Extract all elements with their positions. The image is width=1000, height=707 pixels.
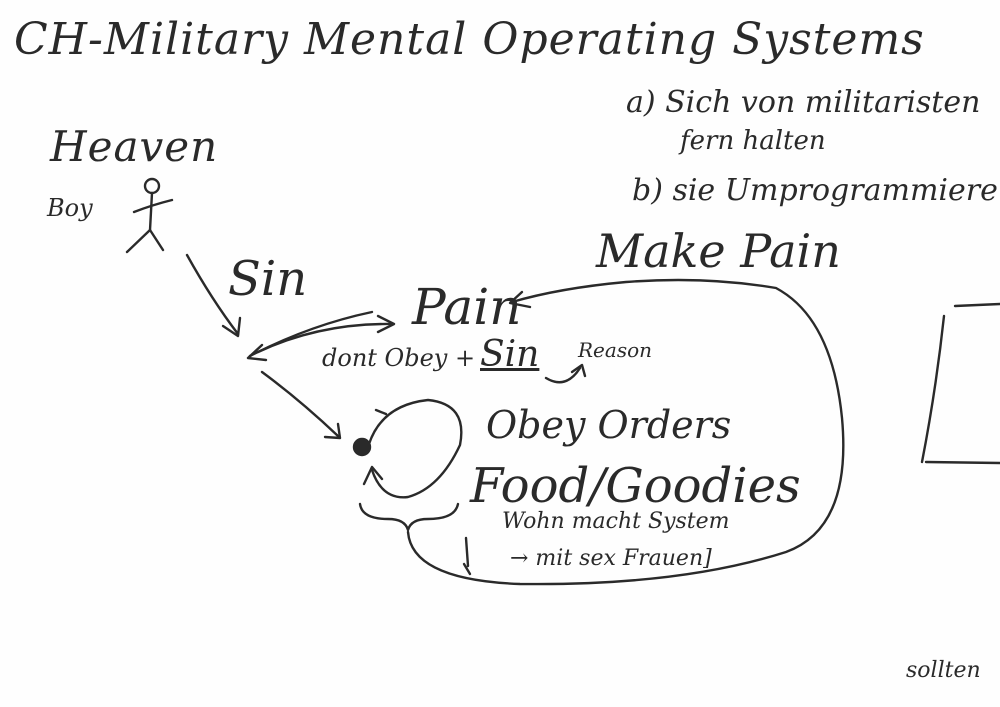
- stick-figure-arms: [132, 198, 174, 214]
- note-a-line2: fern halten: [680, 126, 826, 156]
- note-b: b) sie Umprogrammieren: [632, 173, 1000, 208]
- arrow-junction-to-dot: [260, 370, 340, 438]
- pain-label: Pain: [412, 278, 522, 336]
- wohn-system-label: Wohn macht System: [502, 509, 730, 534]
- stick-figure-legs: [125, 228, 165, 254]
- boy-label: Boy: [47, 194, 93, 222]
- arrow-boy-to-junction: [185, 253, 240, 336]
- arrowhead-big-loop: [508, 290, 532, 309]
- obey-orders-label: Obey Orders: [486, 403, 732, 447]
- arrow-sin-to-reason: [544, 366, 582, 384]
- target-dot: [352, 437, 372, 457]
- small-arrow-mark: [462, 536, 472, 576]
- sin-underlined-label: Sin: [480, 334, 540, 375]
- arrowhead-pain: [376, 314, 396, 334]
- curly-brace: [358, 502, 460, 532]
- obey-loop: [367, 398, 463, 499]
- arrowhead-junction: [221, 316, 242, 338]
- arrowhead-junction-back: [246, 343, 268, 362]
- sin-label: Sin: [228, 251, 308, 307]
- loop-tick: [374, 408, 388, 416]
- arrowhead-reason: [570, 363, 587, 378]
- arrow-pain-to-junction: [248, 310, 374, 358]
- sex-frauen-label: → mit sex Frauen]: [510, 546, 712, 571]
- reason-label: Reason: [578, 338, 653, 362]
- food-goodies-label: Food/Goodies: [470, 458, 801, 514]
- sollten-label: sollten: [906, 658, 981, 683]
- arrowhead-dot: [323, 422, 342, 440]
- dont-obey-label: dont Obey +: [322, 344, 476, 372]
- stick-figure-head: [143, 177, 161, 195]
- heaven-label: Heaven: [50, 122, 219, 171]
- page-title: CH-Military Mental Operating Systems: [14, 14, 925, 65]
- make-pain-label: Make Pain: [596, 224, 841, 278]
- big-loop: [406, 278, 845, 586]
- loop-arrowhead: [362, 465, 384, 486]
- note-a-line1: a) Sich von militaristen: [626, 85, 981, 120]
- stick-figure-body: [148, 191, 154, 232]
- right-edge-box: [920, 302, 1000, 465]
